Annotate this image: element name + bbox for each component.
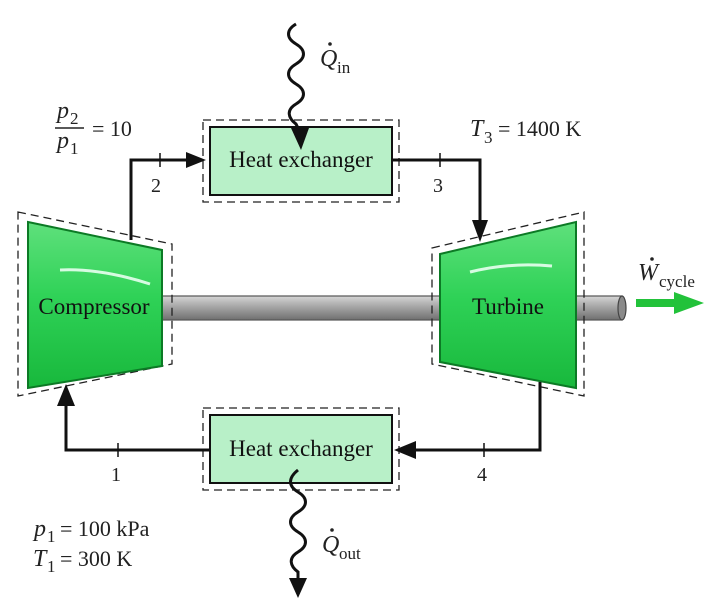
svg-text:1: 1 bbox=[47, 527, 56, 546]
turbine-boundary bbox=[431, 211, 585, 397]
svg-text:cycle: cycle bbox=[659, 272, 695, 291]
work-output-arrow bbox=[636, 292, 704, 314]
svg-text:T: T bbox=[470, 116, 485, 142]
svg-text:Q: Q bbox=[320, 46, 337, 72]
pressure-ratio-label: p 2 p 1 = 10 bbox=[55, 98, 132, 158]
svg-text:= 100 kPa: = 100 kPa bbox=[60, 516, 150, 541]
q-in-label: Q in bbox=[320, 42, 351, 77]
state-3-label: 3 bbox=[433, 175, 443, 197]
compressor-highlight bbox=[59, 268, 151, 286]
svg-text:= 10: = 10 bbox=[92, 116, 132, 141]
flow-line-2 bbox=[129, 158, 186, 240]
compressor-boundary bbox=[17, 211, 173, 397]
svg-text:3: 3 bbox=[484, 128, 493, 147]
svg-text:1: 1 bbox=[70, 139, 79, 158]
svg-text:p: p bbox=[55, 98, 69, 124]
flow-line-1 bbox=[64, 404, 210, 452]
state-2-label: 2 bbox=[151, 175, 161, 197]
arrowhead-state-4 bbox=[394, 441, 416, 459]
svg-text:W: W bbox=[638, 260, 660, 286]
heat-exchanger-bottom: Heat exchanger bbox=[202, 407, 400, 491]
flow-lines bbox=[64, 158, 542, 452]
svg-text:1: 1 bbox=[47, 557, 56, 576]
arrowhead-state-3 bbox=[472, 220, 488, 242]
arrowhead-state-2 bbox=[186, 152, 206, 168]
turbine-label: Turbine bbox=[472, 294, 544, 319]
compressor-body bbox=[27, 220, 163, 390]
t3-label: T 3 = 1400 K bbox=[470, 116, 581, 147]
svg-text:p: p bbox=[55, 128, 69, 154]
t1-label: T 1 = 300 K bbox=[33, 546, 132, 576]
svg-text:T: T bbox=[33, 546, 48, 572]
heat-out-wavy-arrow bbox=[289, 468, 307, 598]
shaft-end bbox=[617, 295, 627, 321]
svg-text:= 1400 K: = 1400 K bbox=[498, 116, 581, 141]
heat-in-wavy-arrow bbox=[287, 22, 309, 150]
svg-text:in: in bbox=[337, 58, 351, 77]
hx-top-label: Heat exchanger bbox=[229, 147, 373, 172]
compressor: Compressor bbox=[17, 211, 173, 397]
state-1-label: 1 bbox=[111, 464, 121, 486]
svg-text:2: 2 bbox=[70, 109, 79, 128]
svg-text:Q: Q bbox=[322, 532, 339, 558]
svg-text:p: p bbox=[32, 516, 46, 542]
turbine-highlight bbox=[469, 263, 553, 274]
state-4-label: 4 bbox=[477, 464, 487, 486]
turbine-body bbox=[439, 220, 577, 390]
turbine: Turbine bbox=[431, 211, 585, 397]
flow-line-4 bbox=[416, 382, 542, 452]
svg-text:out: out bbox=[339, 544, 361, 563]
flow-line-3 bbox=[392, 158, 482, 222]
svg-text:= 300 K: = 300 K bbox=[60, 546, 132, 571]
w-cycle-label: W cycle bbox=[638, 257, 695, 291]
q-out-label: Q out bbox=[322, 528, 361, 563]
compressor-label: Compressor bbox=[38, 294, 150, 319]
p1-label: p 1 = 100 kPa bbox=[32, 516, 150, 546]
arrowhead-state-1 bbox=[57, 384, 75, 406]
hx-bottom-label: Heat exchanger bbox=[229, 436, 373, 461]
